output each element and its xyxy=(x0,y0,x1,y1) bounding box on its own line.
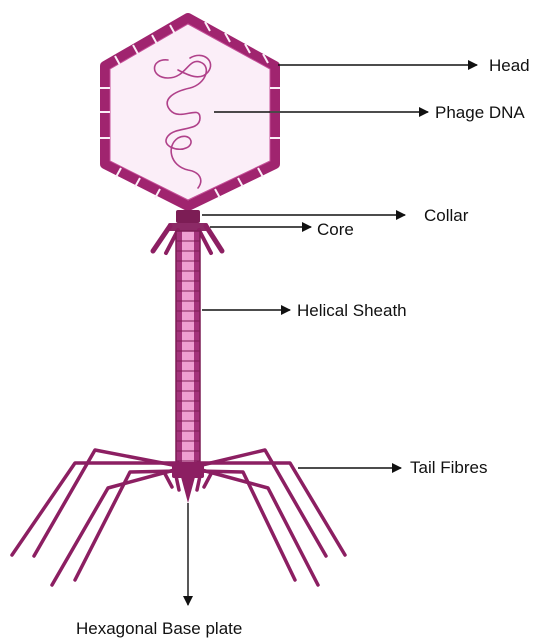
label-core: Core xyxy=(317,220,354,239)
tail-fibre-right-4 xyxy=(196,471,295,580)
tail-fibre-left-3 xyxy=(52,469,178,585)
tail-fibre-right-1 xyxy=(198,463,345,555)
core-disc xyxy=(168,223,208,231)
tail-fibre-right-3 xyxy=(198,469,318,585)
label-phage-dna: Phage DNA xyxy=(435,103,525,122)
tail-tip xyxy=(181,477,195,503)
base-plate xyxy=(164,462,212,503)
base-plate-spike-3 xyxy=(197,476,200,490)
label-collar: Collar xyxy=(424,206,469,225)
tail-fibre-right-2 xyxy=(198,450,326,556)
base-plate-spike-4 xyxy=(204,472,212,487)
label-head: Head xyxy=(489,56,530,75)
label-helical-sheath: Helical Sheath xyxy=(297,301,407,320)
tail-fibre-left-2 xyxy=(34,450,178,556)
collar-block xyxy=(176,210,200,223)
label-tail-fibres: Tail Fibres xyxy=(410,458,487,477)
label-base-plate: Hexagonal Base plate xyxy=(76,619,242,638)
base-plate-spike-2 xyxy=(176,476,179,490)
tail-fibre-left-4 xyxy=(75,471,180,580)
base-plate-spike-1 xyxy=(164,472,172,487)
tail-sheath xyxy=(176,231,200,466)
